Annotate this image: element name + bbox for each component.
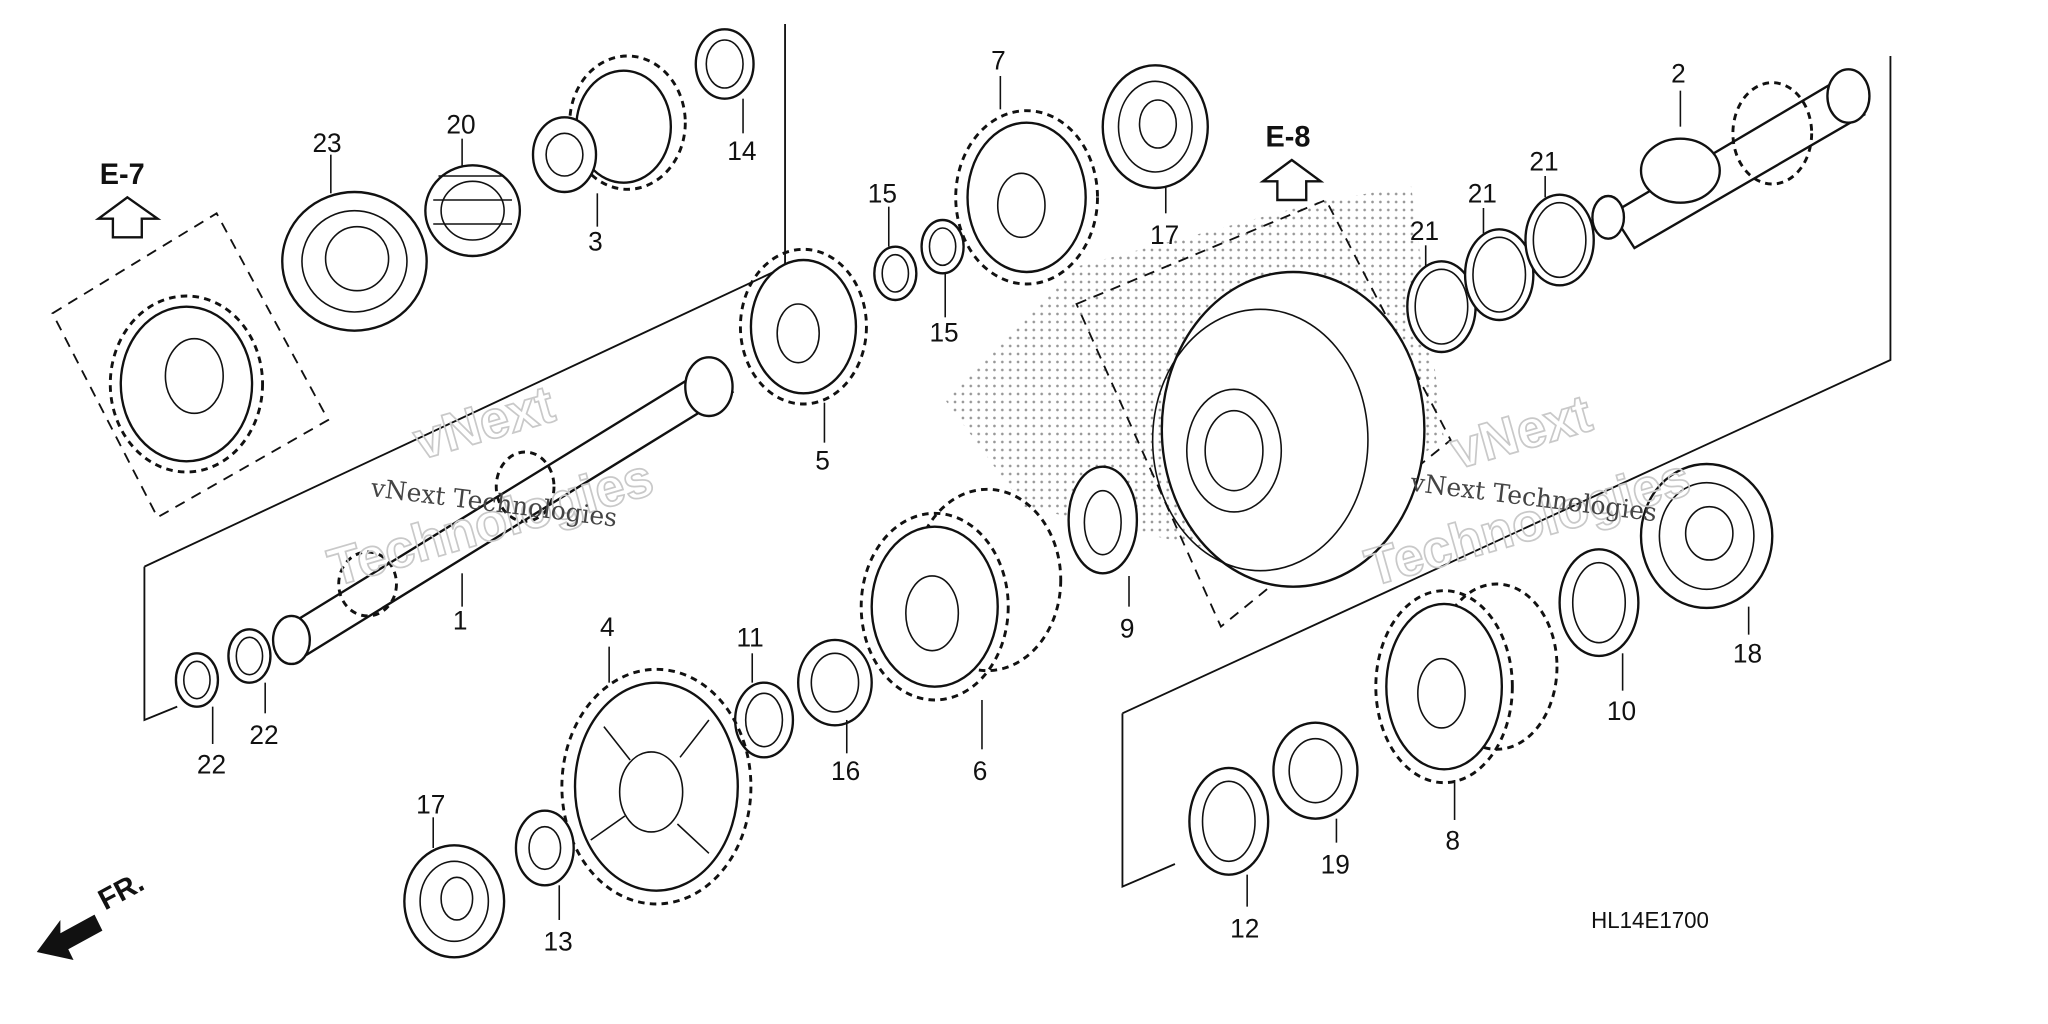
large-gear-4 xyxy=(560,667,753,906)
callout-11: 11 xyxy=(736,622,763,652)
e7-gear-part xyxy=(108,294,265,474)
right-lower-assembly-frame xyxy=(1121,713,1176,889)
callout-20: 20 xyxy=(446,109,475,139)
snap-ring-15b xyxy=(920,218,965,275)
e8-dashed-box xyxy=(1075,198,1452,629)
callout-21b: 21 xyxy=(1468,178,1497,208)
right-assembly-frame xyxy=(1122,55,1892,715)
bearing-17-lower xyxy=(403,844,506,959)
callout-17-upper: 17 xyxy=(1150,220,1179,250)
callout-15b: 15 xyxy=(929,317,958,347)
callout-17-lower: 17 xyxy=(416,789,445,819)
callout-8: 8 xyxy=(1445,825,1460,855)
callout-1: 1 xyxy=(453,605,468,635)
gear-7 xyxy=(954,109,1099,286)
callout-9: 9 xyxy=(1120,613,1135,643)
needle-bearing-20 xyxy=(424,164,522,258)
callout-10: 10 xyxy=(1607,696,1636,726)
main-shaft-1 xyxy=(271,356,735,666)
callout-21a: 21 xyxy=(1410,216,1439,246)
front-label: FR. xyxy=(93,866,149,917)
callout-7: 7 xyxy=(991,45,1006,75)
bearing-17-upper xyxy=(1101,64,1209,190)
callout-13: 13 xyxy=(543,926,572,956)
washer-9 xyxy=(1067,465,1139,575)
ring-10 xyxy=(1558,548,1640,658)
front-arrow-icon xyxy=(36,914,103,960)
bearing-18 xyxy=(1639,462,1774,610)
callout-22a: 22 xyxy=(197,749,226,779)
ring-22b xyxy=(227,628,272,684)
callout-15a: 15 xyxy=(868,178,897,208)
watermark-brand-left: vNext xyxy=(407,374,561,471)
e7-up-arrow-icon xyxy=(94,195,162,239)
drawing-code: HL14E1700 xyxy=(1591,908,1709,933)
callout-16: 16 xyxy=(831,756,860,786)
callout-4: 4 xyxy=(600,612,615,642)
callout-18: 18 xyxy=(1733,638,1762,668)
watermark-brand-right: vNext xyxy=(1444,384,1598,481)
gear-5 xyxy=(738,247,868,406)
reference-e8: E-8 xyxy=(1266,121,1311,153)
callout-23: 23 xyxy=(312,128,341,158)
leader-lines xyxy=(211,75,1750,920)
callouts: 1 2 3 4 5 6 7 8 9 10 11 12 13 14 15 15 1… xyxy=(197,45,1762,957)
callout-21c: 21 xyxy=(1529,146,1558,176)
callout-14: 14 xyxy=(727,136,756,166)
ring-13 xyxy=(514,809,575,887)
callout-5: 5 xyxy=(815,445,830,475)
reference-e7: E-7 xyxy=(100,159,145,191)
gear-hub-3 xyxy=(531,54,687,194)
callout-3: 3 xyxy=(588,226,603,256)
callout-12: 12 xyxy=(1230,913,1259,943)
needle-bearing-16 xyxy=(797,638,873,727)
callout-22b: 22 xyxy=(249,720,278,750)
snap-ring-15a xyxy=(873,245,918,302)
ring-21a xyxy=(1406,260,1477,354)
counter-shaft-2 xyxy=(1591,68,1871,250)
ring-22a xyxy=(174,652,220,708)
needle-bearing-19 xyxy=(1272,721,1359,820)
e8-up-arrow-icon xyxy=(1259,158,1325,202)
ring-12 xyxy=(1188,766,1270,876)
double-gear-8 xyxy=(1374,582,1559,785)
ring-14 xyxy=(694,28,755,100)
ring-21b xyxy=(1463,228,1535,322)
callout-2: 2 xyxy=(1671,58,1686,88)
lower-left-assembly-frame xyxy=(143,566,178,722)
ring-21c xyxy=(1524,193,1595,287)
e7-dashed-box xyxy=(51,212,330,519)
double-gear-6 xyxy=(859,487,1063,702)
callout-6: 6 xyxy=(973,756,988,786)
bearing-23 xyxy=(281,190,428,332)
callout-19: 19 xyxy=(1321,849,1350,879)
clutch-drum xyxy=(1151,270,1426,588)
